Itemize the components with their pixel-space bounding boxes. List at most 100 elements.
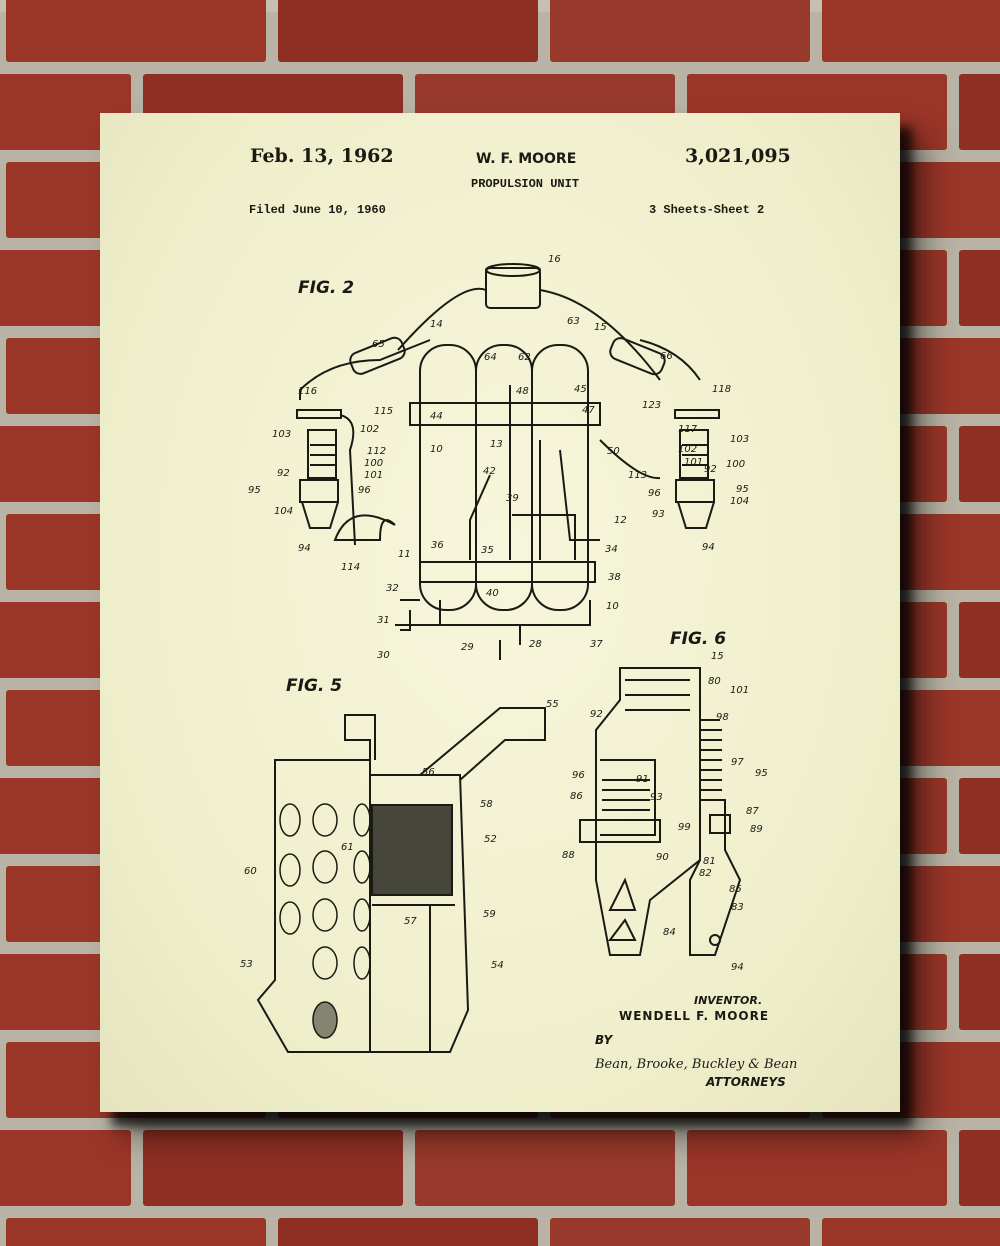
fig6-callout: 81 <box>703 856 716 867</box>
fig2-callout: 116 <box>298 386 317 397</box>
fig2-callout: 117 <box>678 424 698 435</box>
brick <box>0 426 131 502</box>
fig2-callout: 102 <box>678 444 697 455</box>
fig6-callout: 99 <box>678 822 691 833</box>
brick <box>6 1218 266 1246</box>
sheet-info: 3 Sheets-Sheet 2 <box>649 203 765 217</box>
fig6-callout: 95 <box>755 768 768 779</box>
fig2-callout: 104 <box>274 506 293 517</box>
fig2-callout: 36 <box>431 540 444 551</box>
filed-date: Filed June 10, 1960 <box>249 203 386 217</box>
brick <box>959 954 1000 1030</box>
fig2-callout: 12 <box>614 515 627 526</box>
fig6-callout: 93 <box>650 792 663 803</box>
fig2-callout: 32 <box>386 583 399 594</box>
fig2-callout: 103 <box>730 434 749 445</box>
fig2-callout: 95 <box>736 484 749 495</box>
fig2-callout: 13 <box>490 439 503 450</box>
fig2-callout: 42 <box>483 466 496 477</box>
inventor-label: INVENTOR. <box>694 994 763 1007</box>
patent-title: PROPULSION UNIT <box>471 177 580 191</box>
fig6-label: FIG. 6 <box>670 629 726 649</box>
fig6-callout: 96 <box>572 770 585 781</box>
fig6-callout: 91 <box>636 774 649 785</box>
fig2-callout: 62 <box>518 352 531 363</box>
fig2-callout: 31 <box>377 615 390 626</box>
fig6-callout: 87 <box>746 806 759 817</box>
fig2-callout: 104 <box>730 496 749 507</box>
fig2-callout: 14 <box>430 319 443 330</box>
fig5-callout: 55 <box>546 699 559 710</box>
fig6-callout: 89 <box>750 824 763 835</box>
fig2-callout: 95 <box>248 485 261 496</box>
fig2-callout: 37 <box>590 639 603 650</box>
fig2-callout: 44 <box>430 411 443 422</box>
fig2-callout: 45 <box>574 384 587 395</box>
brick <box>0 250 131 326</box>
fig2-callout: 34 <box>605 544 618 555</box>
fig5-callout: 58 <box>480 799 493 810</box>
attorneys-signature: Bean, Brooke, Buckley & Bean <box>595 1057 798 1072</box>
fig2-callout: 103 <box>272 429 291 440</box>
fig2-callout: 112 <box>367 446 386 457</box>
fig5-callout: 54 <box>491 960 504 971</box>
brick <box>550 1218 810 1246</box>
fig2-callout: 96 <box>358 485 371 496</box>
fig2-label: FIG. 2 <box>298 278 354 298</box>
fig2-callout: 16 <box>548 254 561 265</box>
fig2-callout: 92 <box>277 468 290 479</box>
fig6-callout: 83 <box>731 902 744 913</box>
fig6-callout: 94 <box>731 962 744 973</box>
fig2-callout: 63 <box>567 316 580 327</box>
fig6-callout: 97 <box>731 757 744 768</box>
brick <box>959 778 1000 854</box>
fig5-callout: 60 <box>244 866 257 877</box>
fig6-callout: 80 <box>708 676 721 687</box>
fig6-callout: 15 <box>711 651 724 662</box>
fig2-callout: 113 <box>628 470 647 481</box>
fig2-callout: 94 <box>298 543 311 554</box>
fig6-callout: 85 <box>729 884 742 895</box>
attorneys-label: ATTORNEYS <box>706 1075 786 1089</box>
fig2-callout: 11 <box>398 549 411 560</box>
fig5-label: FIG. 5 <box>286 676 342 696</box>
brick <box>6 0 266 62</box>
patent-number: 3,021,095 <box>685 145 791 167</box>
brick <box>0 954 131 1030</box>
fig2-callout: 35 <box>481 545 494 556</box>
brick <box>687 1130 947 1206</box>
fig2-callout: 123 <box>642 400 661 411</box>
fig2-callout: 10 <box>430 444 443 455</box>
fig2-callout: 28 <box>529 639 542 650</box>
fig2-callout: 92 <box>704 464 717 475</box>
fig6-callout: 92 <box>590 709 603 720</box>
inventor-name: WENDELL F. MOORE <box>619 1009 770 1023</box>
fig6-callout: 84 <box>663 927 676 938</box>
fig6-callout: 82 <box>699 868 712 879</box>
brick <box>278 0 538 62</box>
fig5-callout: 59 <box>483 909 496 920</box>
fig2-callout: 118 <box>712 384 731 395</box>
patent-poster: Feb. 13, 1962 W. F. MOORE 3,021,095 PROP… <box>100 113 900 1112</box>
fig2-callout: 10 <box>606 601 619 612</box>
fig5-callout: 56 <box>422 767 435 778</box>
brick <box>0 74 131 150</box>
brick <box>959 426 1000 502</box>
brick <box>0 602 131 678</box>
by-label: BY <box>595 1033 613 1047</box>
brick <box>550 0 810 62</box>
fig2-callout: 93 <box>652 509 665 520</box>
fig6-callout: 88 <box>562 850 575 861</box>
brick <box>959 602 1000 678</box>
brick <box>959 1130 1000 1206</box>
brick <box>415 1130 675 1206</box>
fig2-callout: 94 <box>702 542 715 553</box>
fig2-callout: 38 <box>608 572 621 583</box>
fig2-callout: 47 <box>582 405 595 416</box>
figure-labels: FIG. 2 FIG. 5 FIG. 6 <box>286 278 726 696</box>
fig2-callout: 29 <box>461 642 474 653</box>
fig6-drawing <box>579 667 742 956</box>
brick <box>959 74 1000 150</box>
fig2-callout: 101 <box>684 457 703 468</box>
